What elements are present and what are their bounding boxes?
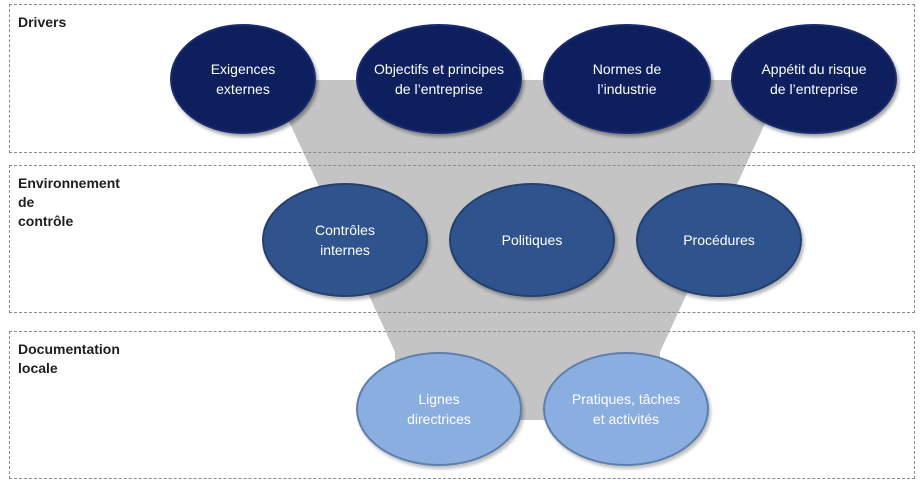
node-pratiques-taches: Pratiques, tâches et activités xyxy=(543,352,709,466)
band-drivers: Drivers xyxy=(9,4,915,153)
node-procedures: Procédures xyxy=(636,183,802,297)
node-exigences-externes: Exigences externes xyxy=(170,24,316,134)
band-label-environment: Environnement de contrôle xyxy=(18,175,120,229)
band-label-drivers: Drivers xyxy=(18,14,67,30)
node-appetit-risque: Appétit du risque de l’entreprise xyxy=(731,24,897,134)
band-environment: Environnement de contrôle xyxy=(9,165,915,313)
node-normes-industrie: Normes de l’industrie xyxy=(543,24,711,134)
node-controles-internes: Contrôles internes xyxy=(262,183,428,297)
band-label-documentation: Documentation locale xyxy=(18,341,120,376)
band-documentation: Documentation locale xyxy=(9,331,915,479)
node-lignes-directrices: Lignes directrices xyxy=(356,352,522,466)
node-politiques: Politiques xyxy=(449,183,615,297)
node-objectifs-principes: Objectifs et principes de l’entreprise xyxy=(356,24,522,134)
